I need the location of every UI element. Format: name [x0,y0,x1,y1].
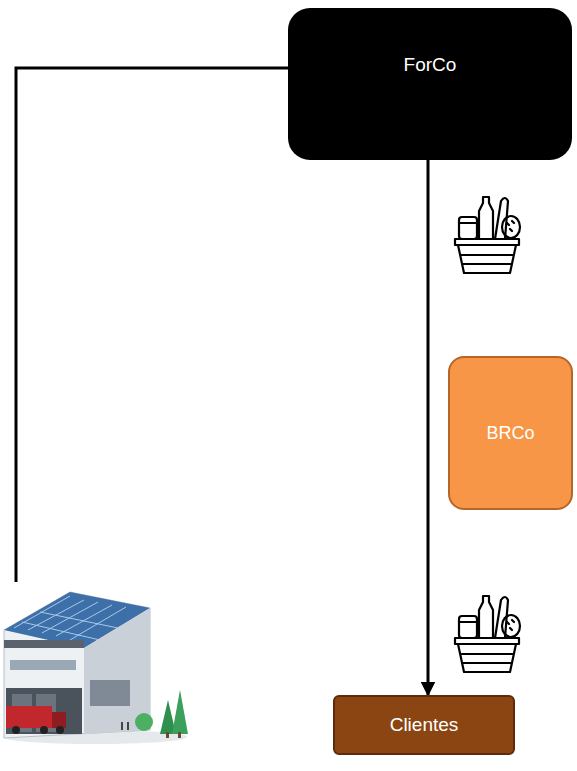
warehouse-illustration [3,592,188,744]
flow-arrow [427,160,430,695]
trees [135,690,188,738]
basket-icon [455,596,520,672]
node-label: Clientes [390,714,459,736]
node-label: BRCo [486,423,534,444]
customer-box: Clientes [333,695,515,755]
basket-icon [455,197,520,273]
truck [6,706,66,734]
company-box: ForCo [288,8,572,160]
node-label: ForCo [404,54,457,76]
supply-line [16,68,290,582]
company-box: BRCo [448,356,573,510]
